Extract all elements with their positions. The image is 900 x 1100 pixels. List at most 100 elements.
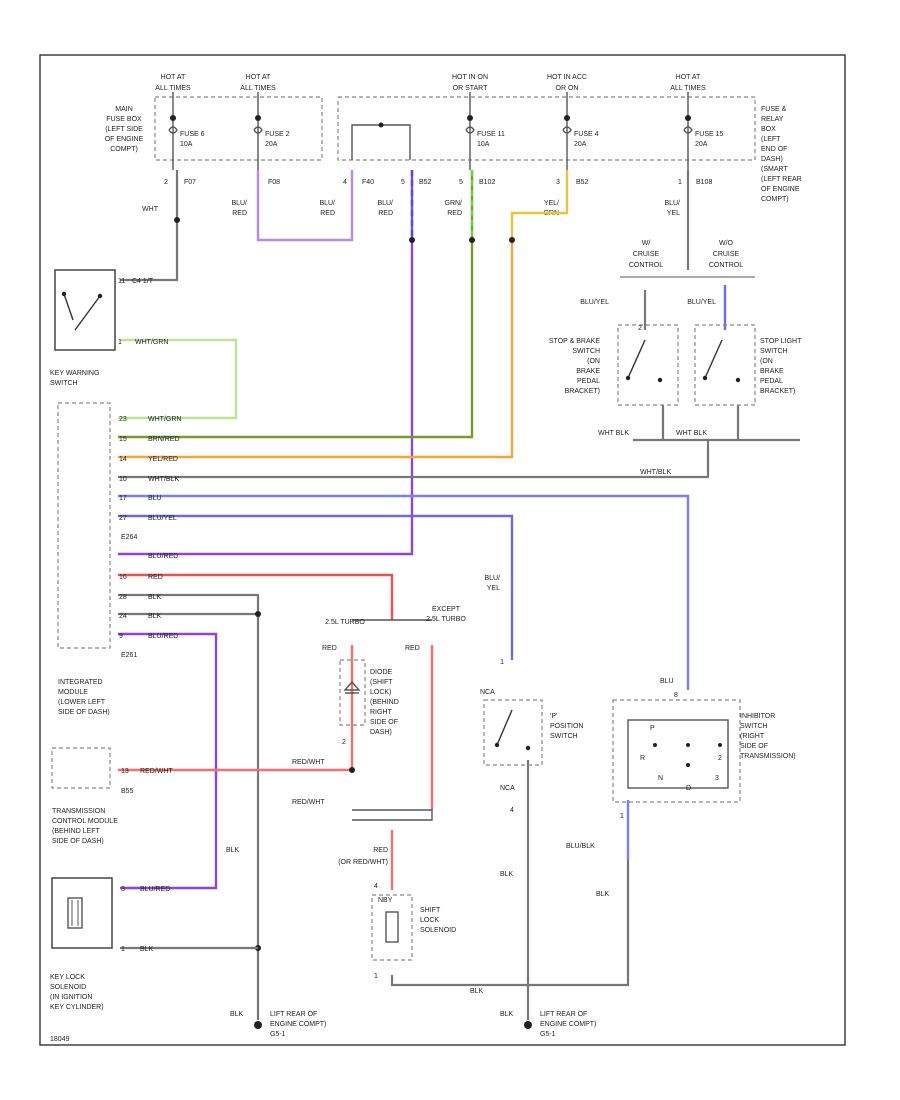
svg-text:CONTROL: CONTROL <box>709 262 743 269</box>
svg-text:'P': 'P' <box>550 713 557 720</box>
shift-lock-solenoid: 4 NBY 1 SHIFT LOCK SOLENOID <box>371 883 456 980</box>
svg-text:CONTROL: CONTROL <box>629 262 663 269</box>
wire-yel-grn-top <box>510 170 569 240</box>
svg-text:RED: RED <box>232 210 247 217</box>
svg-text:WHT BLK: WHT BLK <box>676 430 707 437</box>
svg-text:(LEFT REAR: (LEFT REAR <box>761 176 802 183</box>
integrated-module: E264 E261 INTEGRATED MODULE (LOWER LEFT … <box>57 402 137 716</box>
svg-text:KEY CYLINDER): KEY CYLINDER) <box>50 1004 104 1011</box>
svg-text:END OF: END OF <box>761 146 787 153</box>
wire-yel-red <box>118 240 514 459</box>
svg-text:DASH): DASH) <box>761 156 783 163</box>
svg-text:D: D <box>686 785 691 792</box>
svg-text:WHT/GRN: WHT/GRN <box>148 416 181 423</box>
svg-text:SOLENOID: SOLENOID <box>50 984 86 991</box>
svg-text:8: 8 <box>674 692 678 699</box>
svg-text:COMPT): COMPT) <box>110 146 138 153</box>
svg-text:SOLENOID: SOLENOID <box>420 927 456 934</box>
svg-text:LIFT REAR OF: LIFT REAR OF <box>270 1011 317 1018</box>
svg-text:RED: RED <box>320 210 335 217</box>
fuse-15-rating: 20A <box>695 141 708 148</box>
svg-text:BLU/: BLU/ <box>484 575 500 582</box>
svg-text:RED: RED <box>373 847 388 854</box>
svg-text:KEY WARNING: KEY WARNING <box>50 370 99 377</box>
svg-text:2.5L TURBO: 2.5L TURBO <box>325 619 365 626</box>
diode: 2 DIODE (SHIFT LOCK) (BEHIND RIGHT SIDE … <box>339 659 399 746</box>
figure-id: 18049 <box>50 1036 70 1043</box>
svg-text:G5-1: G5-1 <box>540 1031 556 1038</box>
svg-text:BLU/: BLU/ <box>319 200 335 207</box>
svg-text:B52: B52 <box>576 179 589 186</box>
svg-text:13: 13 <box>121 768 129 775</box>
svg-text:FUSE &: FUSE & <box>761 106 787 113</box>
blk-labels: BLK BLK BLK BLK <box>226 847 610 995</box>
wire-blu-red <box>118 170 414 556</box>
svg-text:GRN/: GRN/ <box>445 200 463 207</box>
svg-text:B108: B108 <box>696 179 712 186</box>
svg-text:RED/WHT: RED/WHT <box>140 768 173 775</box>
svg-text:YEL: YEL <box>667 210 680 217</box>
key-warning-switch: 11 C4 1/T 1 WHT/GRN KEY WARNING SWITCH <box>50 269 168 387</box>
wires <box>118 170 800 1020</box>
svg-text:14: 14 <box>119 456 127 463</box>
fuse-4-rating: 20A <box>574 141 587 148</box>
ground-1: BLK LIFT REAR OF ENGINE COMPT) G5-1 <box>230 1011 326 1038</box>
svg-text:SWITCH: SWITCH <box>50 380 78 387</box>
svg-text:1: 1 <box>500 659 504 666</box>
ground-2: BLK LIFT REAR OF ENGINE COMPT) G5-1 <box>500 1011 596 1038</box>
svg-text:BLU/YEL: BLU/YEL <box>687 299 716 306</box>
svg-text:SWITCH: SWITCH <box>572 348 600 355</box>
svg-text:WHT BLK: WHT BLK <box>598 430 629 437</box>
fuse-6-name: FUSE 6 <box>180 131 205 138</box>
svg-text:BLU: BLU <box>148 495 162 502</box>
svg-text:ENGINE COMPT): ENGINE COMPT) <box>270 1021 326 1028</box>
svg-text:2: 2 <box>638 325 642 332</box>
svg-text:F40: F40 <box>362 179 374 186</box>
diagram-border <box>39 54 846 1046</box>
fuse-feed-2-b: ALL TIMES <box>240 85 276 92</box>
svg-text:(LEFT SIDE: (LEFT SIDE <box>105 126 143 133</box>
svg-text:ENGINE COMPT): ENGINE COMPT) <box>540 1021 596 1028</box>
svg-text:5: 5 <box>401 179 405 186</box>
fuse-feed-5: HOT AT <box>676 74 701 81</box>
svg-text:(ON: (ON <box>587 358 600 365</box>
svg-text:YEL: YEL <box>487 585 500 592</box>
stop-light-switch: STOP LIGHT SWITCH (ON BRAKE PEDAL BRACKE… <box>694 324 802 406</box>
svg-text:(LOWER LEFT: (LOWER LEFT <box>58 699 106 706</box>
main-fuse-box-outline <box>154 96 323 161</box>
svg-text:NCA: NCA <box>480 689 495 696</box>
svg-text:1: 1 <box>118 339 122 346</box>
svg-text:RED/WHT: RED/WHT <box>292 759 325 766</box>
svg-text:RED: RED <box>322 645 337 652</box>
wire-red <box>118 573 394 620</box>
svg-text:KEY LOCK: KEY LOCK <box>50 974 85 981</box>
svg-text:(OR RED/WHT): (OR RED/WHT) <box>338 859 388 866</box>
main-fuse-box-label: MAIN FUSE BOX (LEFT SIDE OF ENGINE COMPT… <box>105 106 144 153</box>
svg-text:4: 4 <box>510 807 514 814</box>
fuses: FUSE 6 10A FUSE 2 20A FUSE 11 10A FUSE 4… <box>168 92 724 170</box>
svg-text:15: 15 <box>119 436 127 443</box>
svg-text:10: 10 <box>119 476 127 483</box>
wire-blk-shift-ground <box>390 975 528 987</box>
svg-text:BRACKET): BRACKET) <box>565 388 600 395</box>
svg-text:BLK: BLK <box>226 847 240 854</box>
svg-text:NBY: NBY <box>378 897 393 904</box>
red-wht-labels: RED/WHT RED/WHT RED (OR RED/WHT) <box>292 759 388 866</box>
svg-text:TRANSMISSION: TRANSMISSION <box>52 808 105 815</box>
svg-text:23: 23 <box>119 416 127 423</box>
p-position-switch: BLU/ YEL 1 NCA 'P' POSITION SWITCH NCA 4 <box>480 575 583 814</box>
fuse-11-rating: 10A <box>477 141 490 148</box>
svg-text:SHIFT: SHIFT <box>420 907 441 914</box>
key-lock-solenoid: 3 BLU/RED 1 BLK KEY LOCK SOLENOID (IN IG… <box>50 877 170 1011</box>
svg-text:1: 1 <box>121 946 125 953</box>
svg-text:BLK: BLK <box>230 1011 244 1018</box>
wire-blu-red-keylock <box>118 632 218 890</box>
svg-text:2: 2 <box>718 755 722 762</box>
variant-join <box>352 809 433 821</box>
svg-text:(LEFT: (LEFT <box>761 136 781 143</box>
svg-text:BLU/RED: BLU/RED <box>140 886 170 893</box>
svg-text:B102: B102 <box>479 179 495 186</box>
wire-grn-red <box>118 170 474 439</box>
svg-text:BLU/RED: BLU/RED <box>148 633 178 640</box>
svg-text:BLU/YEL: BLU/YEL <box>580 299 609 306</box>
